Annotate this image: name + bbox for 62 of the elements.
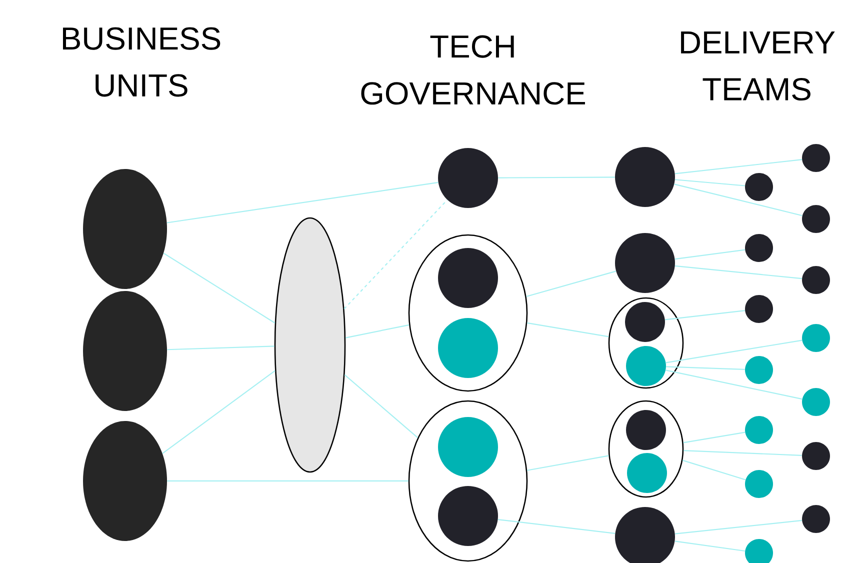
column-heading: TECH GOVERNANCE [361, 35, 585, 105]
ellipse [83, 168, 167, 289]
connector-line [682, 460, 746, 480]
connector-line [674, 249, 745, 260]
circle [625, 302, 665, 342]
connector-line [163, 252, 276, 324]
circle [802, 504, 830, 533]
circle [802, 442, 830, 470]
connector-line [527, 322, 609, 338]
connector-line [674, 520, 802, 534]
connector-line [683, 432, 746, 444]
connector-line [674, 184, 802, 216]
connector-line [527, 455, 609, 471]
connector-line [167, 346, 274, 350]
connector-line [498, 519, 616, 534]
connector-line [345, 324, 410, 338]
connector-line [167, 480, 408, 482]
connector-line [684, 450, 802, 456]
circle [745, 172, 773, 201]
connector-line [665, 310, 745, 320]
circle [745, 356, 773, 384]
connector-line [674, 540, 746, 552]
connector-line [666, 366, 745, 370]
circle [627, 452, 667, 493]
ellipse [83, 420, 167, 541]
circle [802, 388, 830, 416]
circle [802, 324, 830, 352]
connector-line [344, 374, 418, 438]
group-ellipse [608, 297, 684, 389]
circle [615, 232, 675, 293]
circle [438, 148, 498, 208]
circle [745, 470, 773, 498]
connector-line [162, 370, 276, 454]
circle [745, 234, 773, 262]
group-ellipse [408, 234, 528, 392]
circle [745, 416, 773, 444]
connector-line [674, 159, 802, 174]
connector-line [498, 176, 615, 178]
circle [802, 266, 830, 294]
group-ellipse [608, 400, 684, 498]
circle [626, 346, 666, 386]
circle [626, 410, 666, 450]
connector-line [666, 370, 802, 400]
circle [802, 204, 830, 233]
connector-line [666, 340, 802, 364]
connector-line [344, 200, 448, 310]
circle [438, 486, 498, 546]
ellipse [274, 217, 346, 473]
circle [438, 318, 498, 378]
circle [438, 416, 498, 477]
circle [615, 146, 675, 207]
connector-line [166, 182, 438, 224]
ellipse [83, 290, 167, 411]
circle [745, 294, 773, 323]
circle [438, 248, 498, 308]
circle [802, 144, 830, 172]
connector-line [526, 270, 616, 298]
connector-line [675, 265, 802, 280]
column-heading: DELIVERY TEAMS [681, 31, 835, 101]
group-ellipse [408, 400, 528, 562]
connector-line [675, 179, 745, 186]
column-heading: BUSINESS UNITS [63, 27, 220, 97]
